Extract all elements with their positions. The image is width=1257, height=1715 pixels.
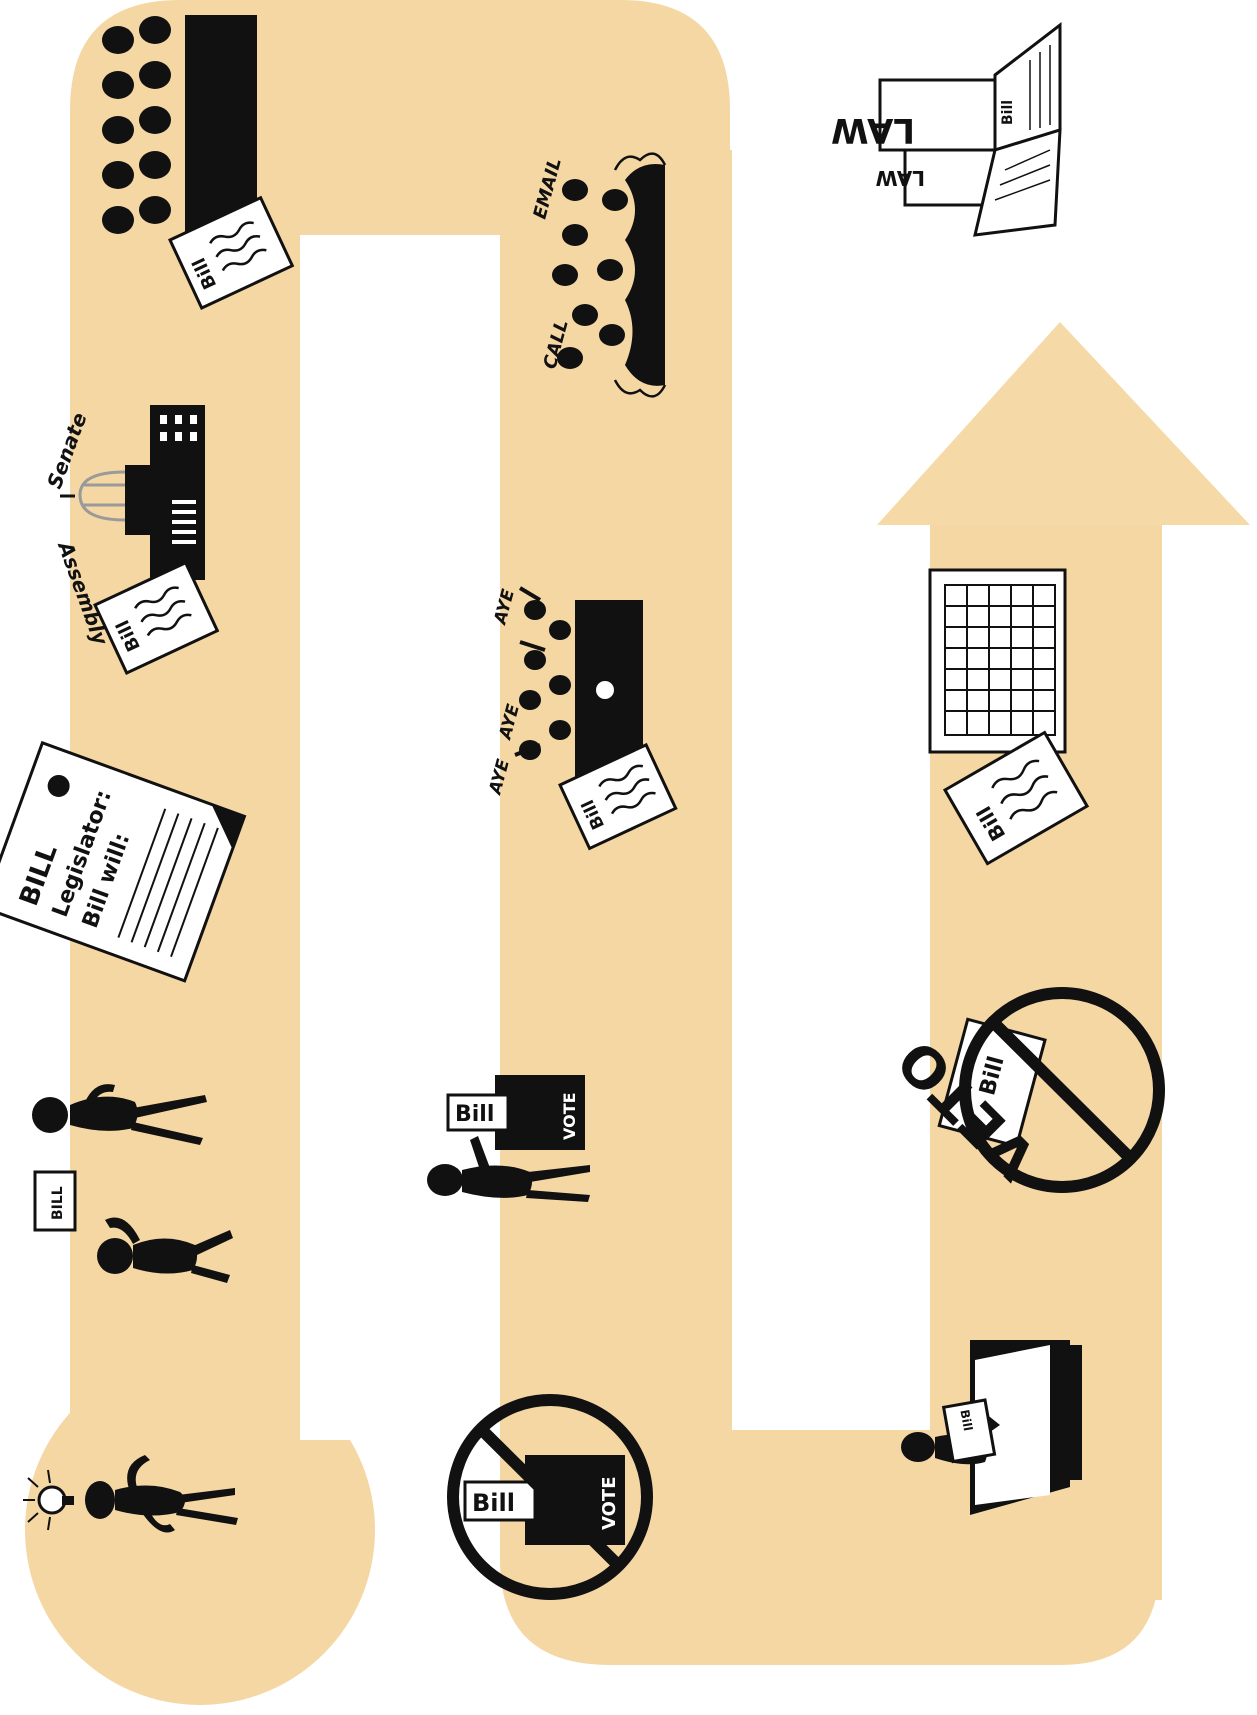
arrow-head [877, 322, 1250, 525]
vote-label: VOTE [560, 1092, 579, 1140]
svg-text:Bill: Bill [472, 1489, 515, 1517]
vote-bill-sign: Bill [448, 1095, 508, 1130]
road-gap-1 [300, 235, 500, 1440]
road-gap-2 [732, 560, 930, 1430]
law-book-label-1: LAW [831, 110, 915, 150]
calendar-icon [930, 570, 1065, 752]
committee-table [185, 15, 257, 235]
law-bill-label: Bill [1000, 100, 1016, 125]
svg-text:BILL: BILL [50, 1186, 66, 1220]
svg-text:Bill: Bill [455, 1102, 494, 1127]
fail-bill-sign: Bill [465, 1482, 535, 1520]
law-book-label-2: LAW [876, 166, 925, 190]
fail-vote-label: VOTE [599, 1477, 620, 1531]
governor-bill-paper: Bill [944, 1400, 995, 1461]
share-bill-paper: BILL [35, 1172, 75, 1230]
chamber-seal [596, 681, 614, 699]
